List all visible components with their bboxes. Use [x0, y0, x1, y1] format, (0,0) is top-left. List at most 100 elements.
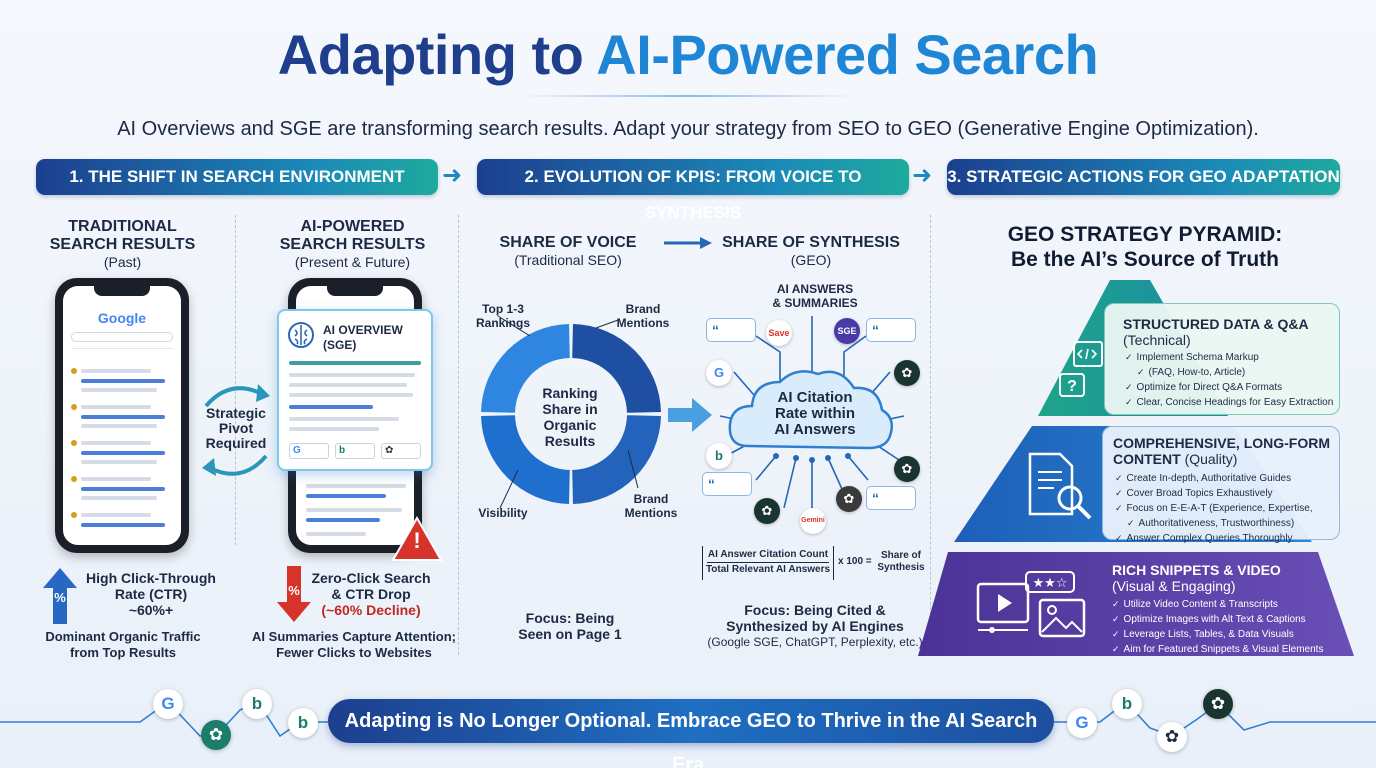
left-metric: High Click-Through Rate (CTR) ~60%+ — [76, 570, 226, 618]
sge-icon: SGE — [834, 318, 860, 344]
traditional-subtitle: (Past) — [103, 254, 142, 270]
tier2-heading: COMPREHENSIVE, LONG-FORM CONTENT (Qualit… — [1113, 435, 1330, 467]
ai-citation-network — [719, 316, 905, 512]
pivot-label-line3: Required — [205, 435, 267, 451]
ai-title-line1: AI-POWERED — [300, 218, 405, 235]
sov-title: SHARE OF VOICE — [499, 234, 637, 251]
column-divider — [930, 215, 931, 655]
traditional-title-line2: SEARCH RESULTS — [49, 236, 196, 253]
ai-overview-title-line2: (SGE) — [323, 338, 357, 352]
chatgpt-icon: ✿ — [754, 498, 780, 524]
donut-segment — [481, 324, 570, 413]
donut-center-line4: Results — [544, 433, 596, 449]
ai-overview-title: AI OVERVIEW (SGE) — [323, 323, 403, 353]
cloud-icon — [728, 370, 893, 450]
tier2-item: Answer Complex Queries Thoroughly — [1115, 531, 1313, 546]
left-note-line1: Dominant Organic Traffic — [45, 629, 201, 644]
pyramid-title-line1: GEO STRATEGY PYRAMID: — [1007, 223, 1283, 246]
left-metric-line1: High Click-Through — [86, 570, 216, 586]
formula-result-line2: Synthesis — [877, 562, 925, 573]
left-metric-value: ~60%+ — [128, 602, 174, 618]
formula-result: Share of Synthesis — [874, 550, 928, 574]
focus-left-line1: Focus: Being — [525, 610, 615, 626]
title-part-1: Adapting to — [277, 23, 597, 86]
image-icon — [1038, 598, 1086, 638]
tier3-list: Utilize Video Content & Transcripts Opti… — [1112, 597, 1324, 657]
google-icon: G — [289, 443, 329, 459]
tier1-item: Optimize for Direct Q&A Formats — [1125, 380, 1333, 395]
page-title: Adapting to AI-Powered Search — [0, 22, 1376, 87]
traditional-heading: TRADITIONAL SEARCH RESULTS (Past) — [40, 218, 205, 270]
tier2-heading-normal: (Quality) — [1184, 451, 1238, 467]
sov-heading: SHARE OF VOICE (Traditional SEO) — [488, 234, 648, 268]
tier1-heading-bold: STRUCTURED DATA & Q&A — [1123, 316, 1309, 332]
section-header-shift: 1. THE SHIFT IN SEARCH ENVIRONMENT — [36, 159, 438, 195]
formula-times: x 100 = — [838, 556, 872, 567]
tier2-item: Create In-depth, Authoritative Guides — [1115, 471, 1313, 486]
pivot-label-line1: Strategic — [206, 405, 266, 421]
tier3-heading-bold: RICH SNIPPETS & VIDEO — [1112, 562, 1281, 578]
focus-right-line2: Synthesized by AI Engines — [726, 618, 904, 634]
footer-banner: Adapting is No Longer Optional. Embrace … — [328, 699, 1054, 768]
ai-title-line2: SEARCH RESULTS — [279, 236, 426, 253]
sov-donut-chart — [481, 315, 661, 509]
segment-label: Visibility — [478, 506, 528, 520]
video-icon: ★★☆ — [976, 571, 1086, 638]
pyramid-title-line2: Be the AI’s Source of Truth — [1011, 248, 1279, 271]
tier1-item: Clear, Concise Headings for Easy Extract… — [1125, 395, 1334, 410]
google-logo: Google — [63, 310, 181, 326]
donut-label-brand-top: Brand Mentions — [612, 302, 674, 330]
cloud-top-line2: & SUMMARIES — [772, 296, 858, 310]
ai-heading: AI-POWERED SEARCH RESULTS (Present & Fut… — [270, 218, 435, 270]
cloud-center-line1: AI Citation — [777, 389, 853, 406]
segment-label: Brand — [625, 302, 661, 316]
bing-icon: b — [288, 708, 318, 738]
column-divider — [458, 215, 459, 655]
bing-icon: b — [242, 689, 272, 719]
segment-label: Rankings — [475, 316, 530, 330]
right-metric-line1: Zero-Click Search — [311, 570, 431, 586]
ai-subtitle: (Present & Future) — [294, 254, 411, 270]
right-note-line2: Fewer Clicks to Websites — [276, 645, 432, 660]
chatgpt-icon: ✿ — [836, 486, 862, 512]
focus-right: Focus: Being Cited & Synthesized by AI E… — [700, 602, 930, 650]
arrow-right-icon — [668, 398, 712, 432]
warning-mark: ! — [413, 528, 421, 553]
tier2-item: Focus on E-E-A-T (Experience, Expertise, — [1115, 501, 1313, 516]
tier1-heading: STRUCTURED DATA & Q&A (Technical) — [1123, 316, 1309, 348]
tier3-item: Aim for Featured Snippets & Visual Eleme… — [1112, 642, 1324, 657]
tier3-heading-normal: (Visual & Engaging) — [1112, 578, 1236, 594]
segment-label: Top 1-3 — [482, 302, 524, 316]
donut-center-label: Ranking Share in Organic Results — [526, 385, 614, 449]
chatgpt-icon: ✿ — [1157, 722, 1187, 752]
section-header-kpis: 2. EVOLUTION OF KPIS: FROM VOICE TO SYNT… — [477, 159, 909, 222]
tier2-heading-bold: COMPREHENSIVE, LONG-FORM — [1113, 435, 1331, 451]
quote-icon: “ — [866, 486, 916, 510]
donut-center-line2: Share in — [542, 401, 598, 417]
donut-segment — [572, 324, 661, 413]
formula-numerator: AI Answer Citation Count — [707, 548, 829, 563]
donut-segment — [481, 415, 570, 504]
bing-icon: b — [1112, 689, 1142, 719]
tier1-item: (FAQ, How-to, Article) — [1125, 365, 1333, 380]
gemini-icon: Gemini — [800, 508, 826, 534]
tier1-item: Implement Schema Markup — [1125, 350, 1333, 365]
arrow-right-icon — [664, 237, 712, 249]
tier3-item: Leverage Lists, Tables, & Data Visuals — [1112, 627, 1323, 642]
right-metric-line2: & CTR Drop — [331, 586, 411, 602]
down-arrow-icon — [277, 566, 311, 622]
donut-label-brand-bottom: Brand Mentions — [620, 492, 682, 520]
sov-subtitle: (Traditional SEO) — [514, 252, 622, 268]
traditional-phone: Google — [55, 278, 189, 553]
tier-card-long-form-content: COMPREHENSIVE, LONG-FORM CONTENT (Qualit… — [1102, 426, 1340, 544]
formula-denominator: Total Relevant AI Answers — [705, 564, 831, 575]
chatgpt-icon: ✿ — [201, 720, 231, 750]
right-note-line1: AI Summaries Capture Attention; — [252, 629, 456, 644]
sos-heading: SHARE OF SYNTHESIS (GEO) — [720, 234, 902, 268]
left-metric-note: Dominant Organic Traffic from Top Result… — [30, 629, 216, 661]
up-arrow-icon — [43, 568, 77, 624]
formula-fraction: AI Answer Citation Count Total Relevant … — [702, 546, 834, 580]
page-subtitle: AI Overviews and SGE are transforming se… — [117, 118, 1259, 140]
tier1-list: Implement Schema Markup (FAQ, How-to, Ar… — [1125, 350, 1334, 410]
quote-icon: “ — [706, 318, 756, 342]
